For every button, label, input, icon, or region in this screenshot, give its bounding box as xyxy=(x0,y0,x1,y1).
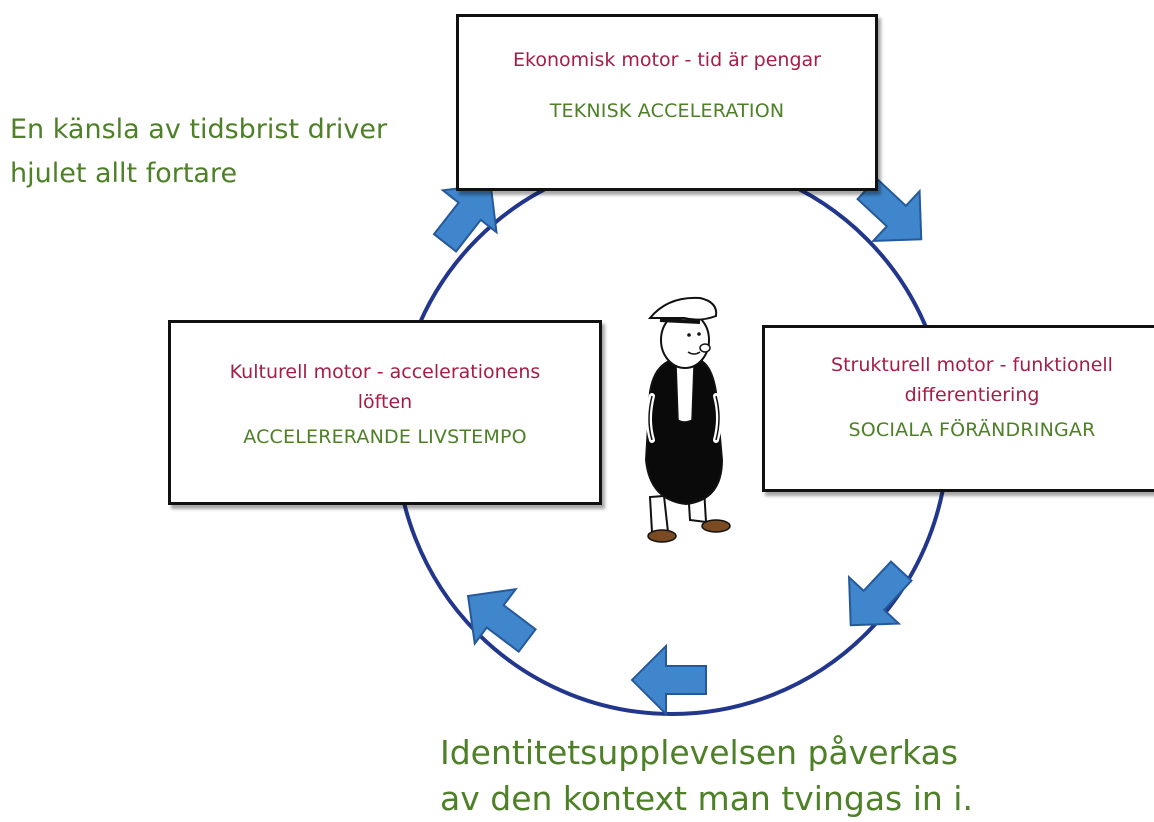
cartoon-man-icon xyxy=(644,296,731,543)
arrow-top-right xyxy=(856,177,923,243)
box-cultural-motor: Kulturell motor - accelerationens löften… xyxy=(168,320,602,505)
identity-note: Identitetsupplevelsen påverkas av den ko… xyxy=(440,730,1140,822)
technical-acceleration-label: TEKNISK ACCELERATION xyxy=(549,100,785,122)
arrow-bottom-left xyxy=(466,587,537,654)
cultural-motor-label-line1: Kulturell motor - accelerationens xyxy=(229,361,541,383)
arrow-top-left xyxy=(432,183,498,253)
arrow-bottom xyxy=(630,643,707,717)
time-scarcity-note: En känsla av tidsbrist driver hjulet all… xyxy=(10,108,450,196)
accelerating-pace-label: ACCELERERANDE LIVSTEMPO xyxy=(243,426,527,448)
arrow-right-lower xyxy=(847,560,913,627)
cultural-motor-label-line2: löften xyxy=(357,391,413,413)
box-structural-motor: Strukturell motor - funktionell differen… xyxy=(762,325,1154,492)
time-scarcity-note-line1: En känsla av tidsbrist driver xyxy=(10,114,388,145)
structural-motor-label-line2: differentiering xyxy=(904,384,1040,406)
identity-note-line2: av den kontext man tvingas in i. xyxy=(440,779,973,818)
structural-motor-label-line1: Strukturell motor - funktionell xyxy=(831,354,1113,376)
box-economic-motor: Ekonomisk motor - tid är pengar TEKNISK … xyxy=(456,14,878,191)
economic-motor-label: Ekonomisk motor - tid är pengar xyxy=(513,49,821,71)
identity-note-line1: Identitetsupplevelsen påverkas xyxy=(440,733,959,772)
social-change-label: SOCIALA FÖRÄNDRINGAR xyxy=(848,419,1096,441)
time-scarcity-note-line2: hjulet allt fortare xyxy=(10,158,238,189)
